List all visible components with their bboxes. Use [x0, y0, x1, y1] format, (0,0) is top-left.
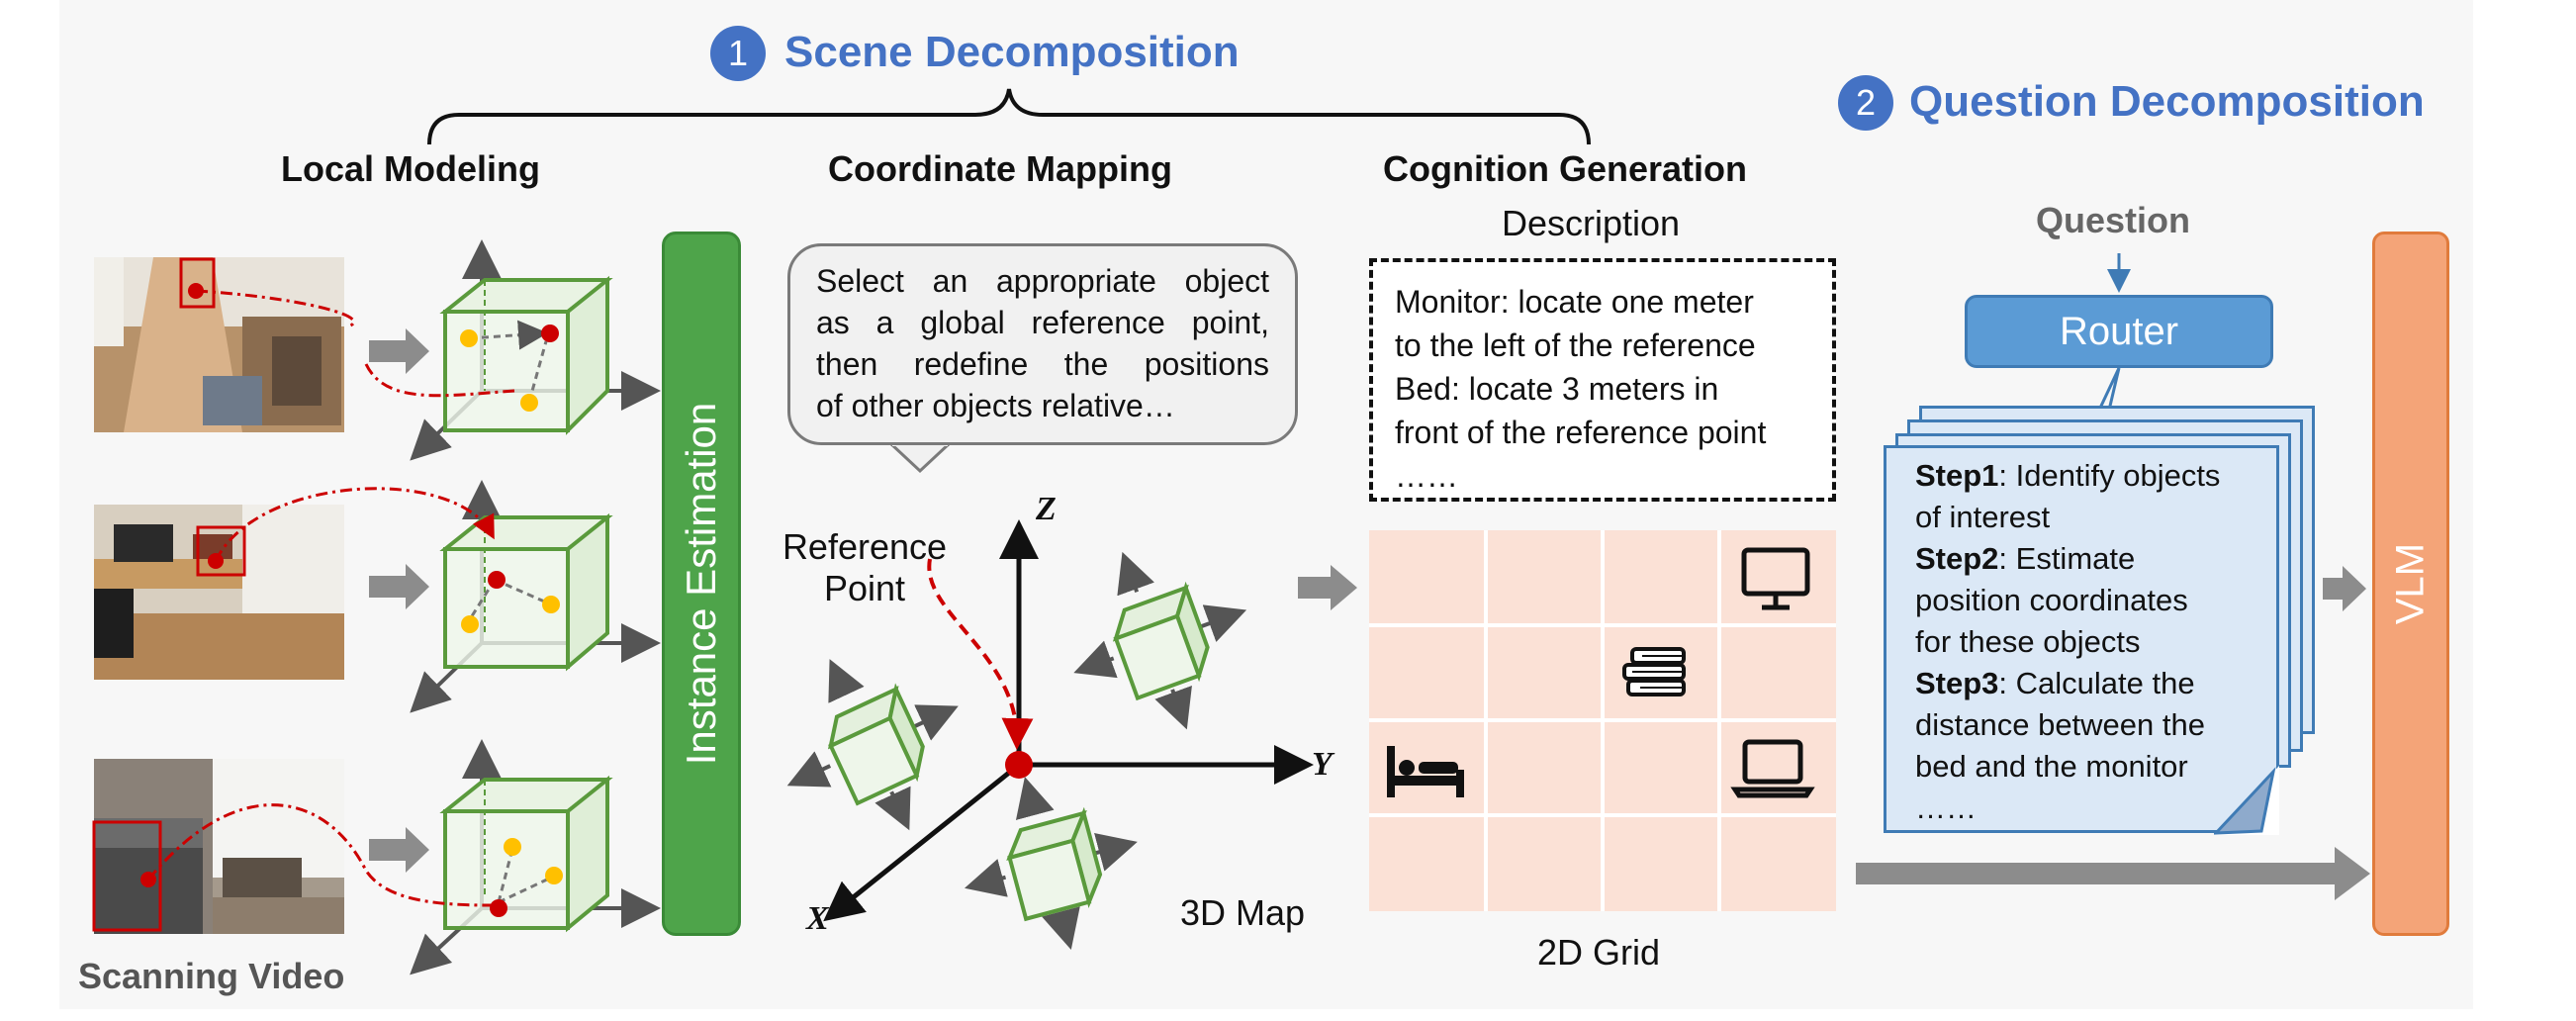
local-cube-2 [410, 480, 661, 713]
reference-label-line-1: Reference [782, 526, 948, 567]
local-cube-3 [410, 739, 661, 975]
description-box: Monitor: locate one meter to the left of… [1369, 258, 1836, 502]
local-modeling-heading: Local Modeling [281, 148, 541, 189]
bubble-line-1: Select an appropriate object [816, 263, 1269, 299]
frame2-object-box [196, 525, 246, 577]
scene-decomposition-title: Scene Decomposition [784, 28, 1240, 76]
step-number-2: 2 [1838, 75, 1893, 131]
description-line-1: Monitor: locate one meter [1395, 284, 1754, 320]
scanning-video-label: Scanning Video [78, 956, 345, 996]
step1-line-b: of interest [1915, 500, 2051, 534]
map-cube-top [1073, 551, 1247, 730]
decomposition-steps: Step1: Identify objects of interest Step… [1915, 455, 2267, 829]
2d-grid-label: 2D Grid [1537, 932, 1661, 973]
page-fold-corner [2214, 766, 2279, 835]
2d-grid [1369, 530, 1836, 911]
instruction-bubble: Select an appropriate object as a global… [787, 243, 1298, 445]
video-frame-1 [94, 257, 344, 432]
x-axis-label: X [806, 900, 829, 937]
coordinate-mapping-heading: Coordinate Mapping [828, 148, 1172, 189]
steps-to-vlm-arrow [2323, 566, 2366, 611]
monitor-icon [1741, 547, 1810, 610]
frame3-object-box [92, 820, 162, 932]
bed-icon [1387, 746, 1464, 797]
step-number-1: 1 [710, 26, 766, 81]
books-icon [1622, 647, 1686, 696]
frame-to-cube-arrows [369, 328, 429, 873]
local-cube-1 [410, 239, 661, 461]
description-line-2: to the left of the reference [1395, 327, 1756, 363]
reference-label-line-2: Point [823, 568, 906, 608]
laptop-icon [1730, 739, 1815, 798]
z-axis-label: Z [1036, 491, 1057, 527]
world-axes [823, 519, 1314, 922]
step3-line-c: bed and the monitor [1915, 749, 2188, 784]
instance-estimation-label: Instance Estimation [678, 402, 724, 766]
description-line-4: front of the reference point [1395, 415, 1767, 450]
map-cube-left [786, 659, 959, 831]
step-page-front [1884, 445, 2279, 833]
question-label: Question [2036, 200, 2191, 240]
scene-brace [427, 88, 1591, 145]
question-decomposition-title: Question Decomposition [1909, 77, 2425, 126]
step2-line-b: position coordinates [1915, 583, 2188, 617]
reference-point-pointer [927, 558, 1034, 750]
description-line-3: Bed: locate 3 meters in [1395, 371, 1719, 407]
cognition-generation-heading: Cognition Generation [1383, 148, 1747, 189]
instance-estimation-bar: Instance Estimation [662, 232, 741, 936]
step2-line-a: Step2: Estimate [1915, 541, 2136, 576]
map-cube-bottom [964, 777, 1138, 951]
step3-line-b: distance between the [1915, 707, 2205, 742]
bubble-line-2: as a global reference point, [816, 305, 1269, 340]
3d-map-label: 3D Map [1180, 892, 1306, 933]
grid-to-vlm-arrow [1856, 847, 2370, 900]
frame1-object-box [179, 257, 216, 309]
bubble-line-3: then redefine the positions [816, 346, 1269, 382]
step1-line-a: Step1: Identify objects [1915, 458, 2221, 493]
step3-line-a: Step3: Calculate the [1915, 666, 2195, 700]
vlm-label: VLM [2388, 542, 2433, 625]
vlm-bar: VLM [2372, 232, 2449, 936]
step2-line-c: for these objects [1915, 624, 2141, 659]
reference-point-label: Reference Point [756, 526, 973, 609]
map-to-grid-arrow [1298, 565, 1357, 610]
bubble-line-4: of other objects relative… [816, 388, 1175, 423]
steps-ellipsis: …… [1915, 790, 1977, 825]
router-box: Router [1965, 295, 2273, 368]
video-frame-2 [94, 505, 344, 680]
description-line-5: …… [1395, 458, 1458, 494]
description-title: Description [1502, 203, 1681, 243]
y-axis-label: Y [1312, 746, 1333, 783]
